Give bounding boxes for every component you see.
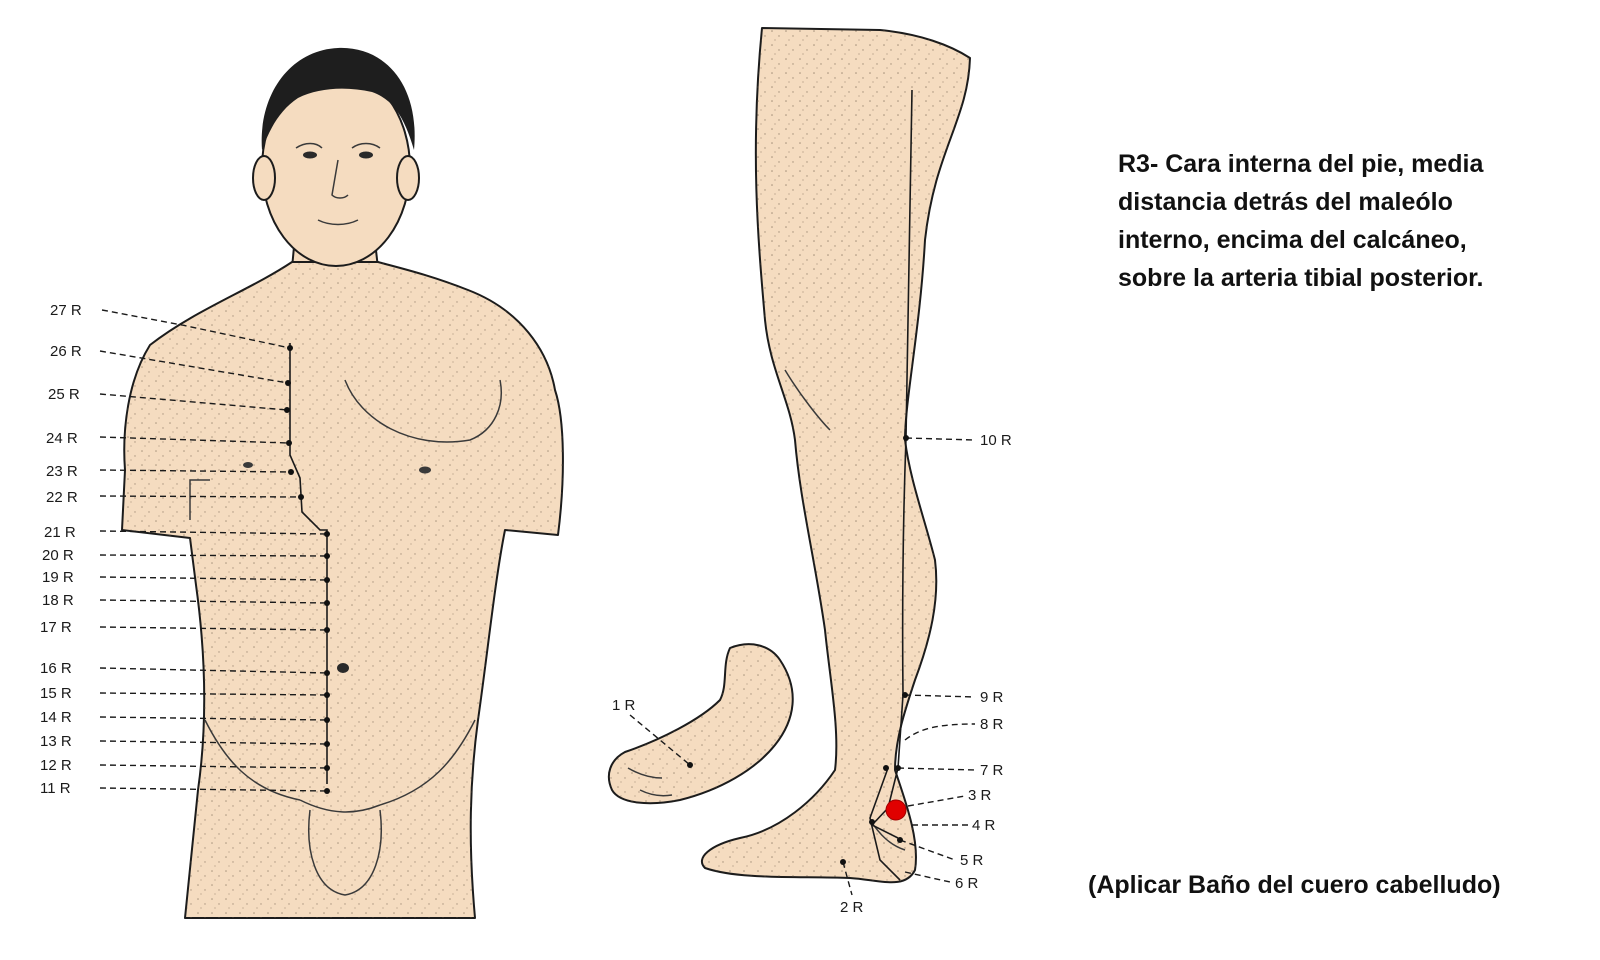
svg-text:24 R: 24 R <box>46 430 78 447</box>
point-7-R: 7 R <box>883 762 1004 779</box>
svg-text:R3- Cara interna del pie, medi: R3- Cara interna del pie, media <box>1118 150 1484 178</box>
point-26-R: 26 R <box>50 343 291 386</box>
point-20-R: 20 R <box>42 547 330 564</box>
point-17-R: 17 R <box>40 619 330 636</box>
torso-points: 27 R 26 R 25 R 24 R 23 R 22 R <box>40 302 330 797</box>
point-12-R: 12 R <box>40 757 330 774</box>
svg-text:3 R: 3 R <box>968 787 992 804</box>
svg-text:17 R: 17 R <box>40 619 72 636</box>
svg-text:22 R: 22 R <box>46 489 78 506</box>
point-1-R: 1 R <box>612 697 693 768</box>
point-4-R: 4 R <box>912 817 996 834</box>
point-2-R: 2 R <box>840 819 875 916</box>
point-13-R: 13 R <box>40 733 330 750</box>
svg-text:13 R: 13 R <box>40 733 72 750</box>
svg-text:7 R: 7 R <box>980 762 1004 779</box>
point-27-R: 27 R <box>50 302 293 351</box>
point-21-R: 21 R <box>44 524 330 541</box>
note-text: (Aplicar Baño del cuero cabelludo) <box>1088 871 1501 899</box>
point-3-R: 3 R <box>907 787 992 807</box>
highlight-point-r3 <box>885 799 907 821</box>
point-16-R: 16 R <box>40 660 330 677</box>
svg-text:18 R: 18 R <box>42 592 74 609</box>
point-25-R: 25 R <box>48 386 290 413</box>
point-6-R: 6 R <box>904 871 979 892</box>
svg-text:14 R: 14 R <box>40 709 72 726</box>
svg-text:11 R: 11 R <box>40 780 71 797</box>
point-14-R: 14 R <box>40 709 330 726</box>
svg-text:sobre la arteria tibial poster: sobre la arteria tibial posterior. <box>1118 264 1483 292</box>
svg-text:distancia detrás del maleólo: distancia detrás del maleólo <box>1118 188 1453 216</box>
description-text: R3- Cara interna del pie, media distanci… <box>1118 150 1484 292</box>
svg-text:6 R: 6 R <box>955 875 979 892</box>
torso-meridian <box>289 343 328 784</box>
svg-text:1 R: 1 R <box>612 697 636 714</box>
leg-points: 10 R 9 R 8 R 7 R 3 R 4 R 5 R <box>612 432 1012 916</box>
point-22-R: 22 R <box>46 489 304 506</box>
point-11-R: 11 R <box>40 780 330 797</box>
point-23-R: 23 R <box>46 463 294 480</box>
svg-text:8 R: 8 R <box>980 716 1004 733</box>
point-19-R: 19 R <box>42 569 330 586</box>
point-5-R: 5 R <box>897 837 984 869</box>
svg-text:27 R: 27 R <box>50 302 82 319</box>
svg-text:20 R: 20 R <box>42 547 74 564</box>
svg-text:12 R: 12 R <box>40 757 72 774</box>
svg-text:19 R: 19 R <box>42 569 74 586</box>
point-9-R: 9 R <box>902 689 1004 706</box>
svg-text:15 R: 15 R <box>40 685 72 702</box>
svg-text:23 R: 23 R <box>46 463 78 480</box>
point-8-R: 8 R <box>904 716 1004 741</box>
svg-text:21 R: 21 R <box>44 524 76 541</box>
point-18-R: 18 R <box>42 592 330 609</box>
svg-text:9 R: 9 R <box>980 689 1004 706</box>
svg-text:2 R: 2 R <box>840 899 864 916</box>
leg-figure <box>607 27 971 884</box>
svg-text:5 R: 5 R <box>960 852 984 869</box>
torso-figure <box>121 47 564 919</box>
svg-text:16 R: 16 R <box>40 660 72 677</box>
svg-text:25 R: 25 R <box>48 386 80 403</box>
svg-text:interno, encima del calcáneo,: interno, encima del calcáneo, <box>1118 226 1467 254</box>
hair <box>261 47 415 151</box>
svg-text:4 R: 4 R <box>972 817 996 834</box>
point-10-R: 10 R <box>903 432 1012 449</box>
point-24-R: 24 R <box>46 430 292 447</box>
svg-text:10 R: 10 R <box>980 432 1012 449</box>
svg-text:26 R: 26 R <box>50 343 82 360</box>
point-15-R: 15 R <box>40 685 330 702</box>
